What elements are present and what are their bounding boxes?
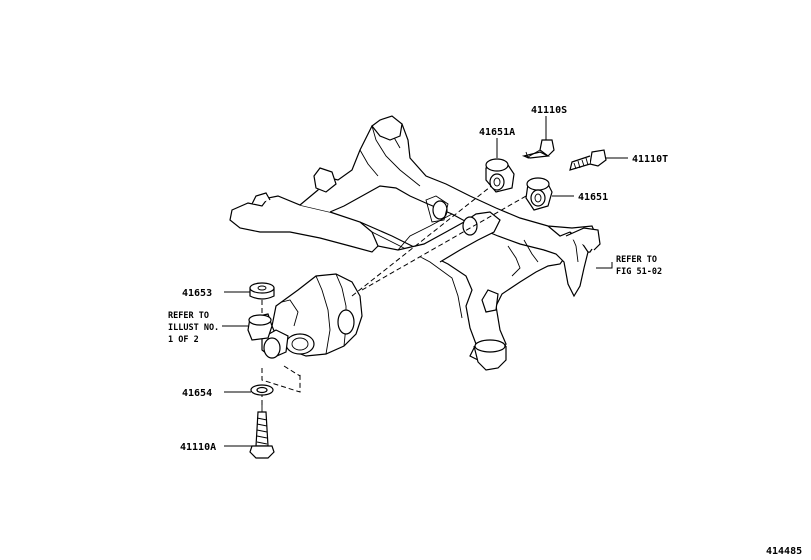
label-41110s: 41110S xyxy=(531,105,567,116)
bushing-41651a xyxy=(485,158,515,193)
label-41110a: 41110A xyxy=(180,442,216,453)
bushing-41651 xyxy=(525,177,553,211)
label-refer-fig-line2: FIG 51-02 xyxy=(616,267,662,277)
label-41654: 41654 xyxy=(182,388,212,399)
alignment-lines xyxy=(261,175,541,408)
label-41651: 41651 xyxy=(578,192,608,203)
label-41653: 41653 xyxy=(182,288,212,299)
label-refer-illust-line1: REFER TO xyxy=(168,311,209,321)
differential-housing xyxy=(261,273,363,359)
differential-mount-boss xyxy=(247,313,273,341)
illustration-number: 414485 xyxy=(766,546,802,557)
suspension-member xyxy=(229,115,601,371)
cushion-41653 xyxy=(249,282,275,300)
bolt-41110a xyxy=(249,404,275,459)
bolt-41110s xyxy=(521,139,555,159)
washer-41654 xyxy=(250,384,274,396)
label-refer-illust-line2: ILLUST NO. xyxy=(168,323,219,333)
label-refer-fig-line1: REFER TO xyxy=(616,255,657,265)
label-refer-illust-line3: 1 OF 2 xyxy=(168,335,199,345)
label-41651a: 41651A xyxy=(479,127,515,138)
leader-lines xyxy=(222,116,628,447)
label-41110t: 41110T xyxy=(632,154,668,165)
bolt-41110t xyxy=(569,149,607,171)
